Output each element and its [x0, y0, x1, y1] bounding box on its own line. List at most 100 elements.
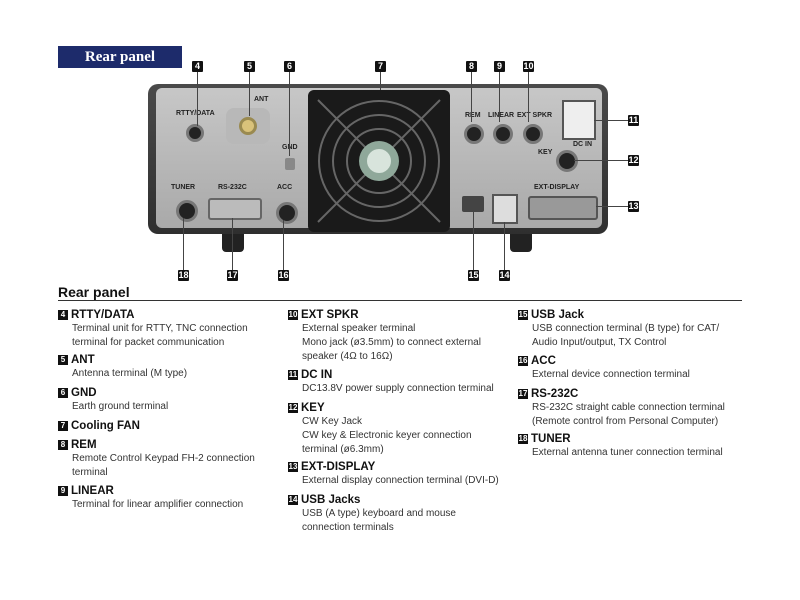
label-rtty: RTTY/DATA — [176, 110, 215, 117]
item-badge: 4 — [58, 310, 68, 320]
item-desc: External device connection terminal — [532, 369, 690, 380]
leader-11 — [594, 120, 628, 121]
callout-10: 10 — [523, 61, 534, 72]
usb-b-port — [462, 196, 484, 212]
label-tuner: TUNER — [171, 184, 196, 191]
item-title: Cooling FAN — [71, 420, 140, 432]
item-badge: 16 — [518, 356, 528, 366]
item-badge: 10 — [288, 310, 298, 320]
item-desc: USB (A type) keyboard and mouse — [302, 508, 456, 519]
linear-port — [493, 124, 513, 144]
section-title: Rear panel — [58, 284, 130, 300]
callout-18: 18 — [178, 270, 189, 281]
item-desc: Audio Input/output, TX Control — [532, 337, 667, 348]
callout-13: 13 — [628, 201, 639, 212]
leader-10 — [528, 72, 529, 122]
item-title: KEY — [301, 402, 325, 414]
item-badge: 7 — [58, 421, 68, 431]
item-title: EXT-DISPLAY — [301, 461, 376, 473]
item-desc: terminal for packet communication — [72, 337, 225, 348]
item-title: LINEAR — [71, 485, 114, 497]
label-linear: LINEAR — [488, 112, 515, 119]
callout-11: 11 — [628, 115, 639, 126]
acc-port — [276, 202, 298, 224]
callout-6: 6 — [284, 61, 295, 72]
leader-13 — [596, 206, 628, 207]
cooling-fan — [308, 90, 450, 232]
leader-8 — [471, 72, 472, 122]
right-foot — [510, 234, 532, 252]
item-badge: 11 — [288, 370, 298, 380]
leader-6 — [289, 72, 290, 156]
ext-spkr-port — [523, 124, 543, 144]
label-ext-display: EXT-DISPLAY — [534, 184, 580, 191]
item-title: USB Jack — [531, 309, 585, 321]
callout-16: 16 — [278, 270, 289, 281]
item-desc: External display connection terminal (DV… — [302, 475, 499, 486]
item-desc: RS-232C straight cable connection termin… — [532, 402, 725, 413]
item-title: ANT — [71, 354, 95, 366]
callout-14: 14 — [499, 270, 510, 281]
usb-a-ports — [492, 194, 518, 224]
item-title: GND — [71, 387, 97, 399]
item-badge: 18 — [518, 434, 528, 444]
leader-14 — [504, 222, 505, 270]
label-ext-spkr: EXT SPKR — [517, 112, 553, 119]
leader-12 — [574, 160, 628, 161]
item-title: DC IN — [301, 369, 333, 381]
callout-12: 12 — [628, 155, 639, 166]
item-desc: connection terminals — [302, 522, 394, 533]
item-desc: terminal — [72, 467, 108, 478]
dc-in-port — [562, 100, 596, 140]
item-desc: Remote Control Keypad FH-2 connection — [72, 453, 255, 464]
item-desc: CW Key Jack — [302, 416, 363, 427]
item-title: TUNER — [531, 433, 571, 445]
left-foot — [222, 234, 244, 252]
label-rem: REM — [465, 112, 481, 119]
rtty-data-port — [186, 124, 204, 142]
callout-7: 7 — [375, 61, 386, 72]
item-desc: USB connection terminal (B type) for CAT… — [532, 323, 720, 334]
rear-panel-banner: Rear panel — [58, 46, 182, 68]
item-desc: Mono jack (ø3.5mm) to connect external — [302, 337, 481, 348]
item-badge: 15 — [518, 310, 528, 320]
leader-15 — [473, 212, 474, 270]
label-rs232c: RS-232C — [218, 184, 247, 191]
item-desc: terminal (ø6.3mm) — [302, 444, 384, 455]
item-desc: (Remote control from Personal Computer) — [532, 416, 719, 427]
item-desc: Terminal unit for RTTY, TNC connection — [72, 323, 248, 334]
item-desc: Antenna terminal (M type) — [72, 368, 188, 379]
item-badge: 14 — [288, 495, 298, 505]
item-badge: 12 — [288, 403, 298, 413]
key-port — [556, 150, 578, 172]
item-title: RTTY/DATA — [71, 309, 135, 321]
leader-18 — [183, 218, 184, 270]
item-desc: External speaker terminal — [302, 323, 416, 334]
item-badge: 13 — [288, 462, 298, 472]
item-title: REM — [71, 439, 97, 451]
item-desc: CW key & Electronic keyer connection — [302, 430, 472, 441]
section-divider — [58, 300, 742, 301]
callout-15: 15 — [468, 270, 479, 281]
item-desc: speaker (4Ω to 16Ω) — [302, 351, 393, 362]
item-desc: External antenna tuner connection termin… — [532, 447, 723, 458]
item-badge: 5 — [58, 355, 68, 365]
callout-8: 8 — [466, 61, 477, 72]
leader-4 — [197, 72, 198, 126]
tuner-port — [176, 200, 198, 222]
rem-port — [464, 124, 484, 144]
leader-17 — [232, 218, 233, 270]
label-dc-in: DC IN — [573, 141, 593, 148]
item-title: EXT SPKR — [301, 309, 359, 321]
